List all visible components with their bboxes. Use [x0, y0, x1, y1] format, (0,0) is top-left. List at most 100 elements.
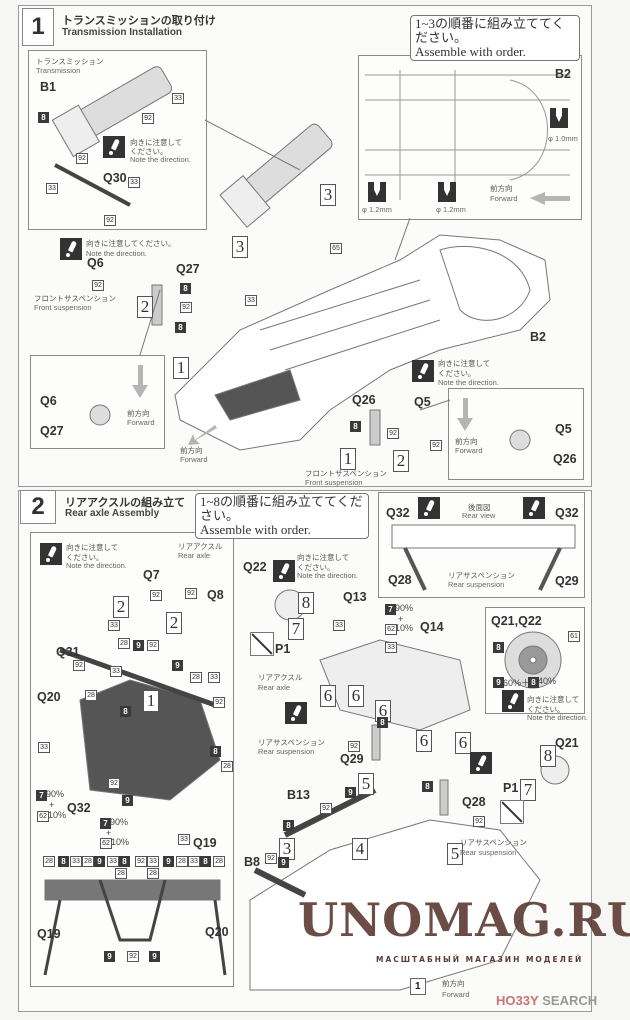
paint-color-chip: 9: [345, 787, 356, 798]
paint-color-chip: 9: [94, 856, 105, 867]
paint-color-code: 62: [385, 624, 397, 635]
step1-order-note: 1~3の順番に組み立ててください。 Assemble with order.: [410, 15, 580, 61]
label-en: Note the direction.: [527, 713, 588, 722]
mix-ratio: +: [49, 800, 55, 810]
label-jp: 向きに注意してください。: [86, 239, 176, 248]
order-step-number: 6: [320, 685, 336, 707]
paint-color-code: 33: [108, 620, 120, 631]
order-step-number: 1: [173, 357, 189, 379]
caution-note-icon: [60, 238, 82, 260]
paint-color-code: 62: [37, 811, 49, 822]
mix-ratio: 90%: [110, 817, 129, 827]
paint-color-code: 28: [147, 868, 159, 879]
part-callout: Q32: [555, 506, 579, 520]
paint-color-code: 61: [568, 631, 580, 642]
part-callout: Q21: [555, 736, 579, 750]
paint-color-code: 92: [473, 816, 485, 827]
label-en: Rear suspension: [448, 580, 505, 589]
paint-color-code: 33: [38, 742, 50, 753]
caution-note-icon: [103, 136, 125, 158]
drill-hole-icon: [438, 182, 456, 202]
mix-ratio: 90%: [46, 789, 65, 799]
paint-color-chip: 8: [210, 746, 221, 757]
paint-color-chip: 9: [172, 660, 183, 671]
paint-color-chip: 9: [163, 856, 174, 867]
caution-note-icon: [470, 752, 492, 774]
paint-color-chip: 8: [283, 820, 294, 831]
part-callout: Q29: [555, 574, 579, 588]
part-callout: Q5: [414, 395, 431, 409]
paint-color-code: 92: [76, 153, 88, 164]
paint-color-code: 28: [85, 690, 97, 701]
order-step-number: 8: [540, 745, 556, 767]
order-note-en: Assemble with order.: [415, 44, 526, 59]
part-callout: Q32: [67, 801, 91, 815]
order-step-number: 8: [298, 592, 314, 614]
paint-color-chip: 8: [200, 856, 211, 867]
drill-hole-icon: [550, 108, 568, 128]
label-jp: 前方向: [442, 979, 465, 988]
paint-color-code: 33: [107, 856, 119, 867]
caution-note-icon: [523, 497, 545, 519]
label-en: Forward: [442, 990, 470, 999]
step1-title-jp: トランスミッションの取り付け: [62, 14, 216, 27]
part-callout: B8: [244, 855, 260, 869]
step2-title-jp: リアアクスルの組み立て: [65, 496, 186, 509]
paint-color-code: 92: [73, 660, 85, 671]
caution-note-icon: [502, 690, 524, 712]
paint-color-code: 28: [118, 638, 130, 649]
paint-color-code: 92: [150, 590, 162, 601]
label-jp: ください。: [130, 147, 168, 156]
watermark: UNOMAG.RU: [298, 893, 630, 947]
label-en: Transmission: [36, 66, 81, 75]
label-en: Note the direction.: [130, 155, 191, 164]
label-jp: リアサスペンション: [448, 571, 515, 580]
paint-color-chip: 8: [38, 112, 49, 123]
label-jp: 前方向: [127, 409, 150, 418]
paint-color-chip: 8: [180, 283, 191, 294]
step2-order-note: 1~8の順番に組み立ててください。 Assemble with order.: [195, 493, 369, 539]
order-step-number: 2: [137, 296, 153, 318]
order-step-number: 6: [416, 730, 432, 752]
part-callout: Q5: [555, 422, 572, 436]
label-en: φ 1.2mm: [436, 205, 466, 214]
paint-color-chip: 8: [493, 642, 504, 653]
paint-color-code: 33: [178, 834, 190, 845]
part-callout: Q20: [37, 690, 61, 704]
paint-color-code: 28: [213, 856, 225, 867]
label-en: Front suspension: [34, 303, 92, 312]
paint-color-chip: 8: [528, 677, 539, 688]
paint-color-code: 92: [348, 741, 360, 752]
label-en: Rear view: [462, 511, 496, 520]
part-callout: Q27: [176, 262, 200, 276]
paint-color-code: 28: [82, 856, 94, 867]
caution-note-icon: [40, 543, 62, 565]
mix-ratio: +: [106, 828, 112, 838]
part-callout: P1: [503, 781, 519, 795]
label-jp: ください。: [527, 705, 565, 714]
part-callout: Q30: [103, 171, 127, 185]
label-jp: 前方向: [180, 446, 203, 455]
label-jp: 前方向: [455, 437, 478, 446]
step2-title-en: Rear axle Assembly: [65, 508, 160, 519]
logo-suffix: SEARCH: [542, 993, 598, 1008]
label-jp: 向きに注意して: [297, 553, 350, 562]
label-en: Forward: [127, 418, 155, 427]
label-en: Rear suspension: [460, 848, 517, 857]
part-callout: Q26: [553, 452, 577, 466]
paint-color-chip: 8: [350, 421, 361, 432]
label-en: Rear suspension: [258, 747, 315, 756]
label-en: Rear axle: [178, 551, 211, 560]
part-callout: Q28: [388, 573, 412, 587]
paint-color-chip: 8: [377, 717, 388, 728]
label-en: Forward: [490, 194, 518, 203]
mix-ratio: 60%＋: [503, 678, 531, 688]
part-callout: Q27: [40, 424, 64, 438]
order-step-number: 2: [113, 596, 129, 618]
part-callout: Q21,Q22: [491, 614, 542, 628]
order-step-number: 2: [393, 450, 409, 472]
part-callout: Q32: [386, 506, 410, 520]
order-note-jp: 1~8の順番に組み立ててください。: [200, 494, 363, 523]
part-callout: Q26: [352, 393, 376, 407]
